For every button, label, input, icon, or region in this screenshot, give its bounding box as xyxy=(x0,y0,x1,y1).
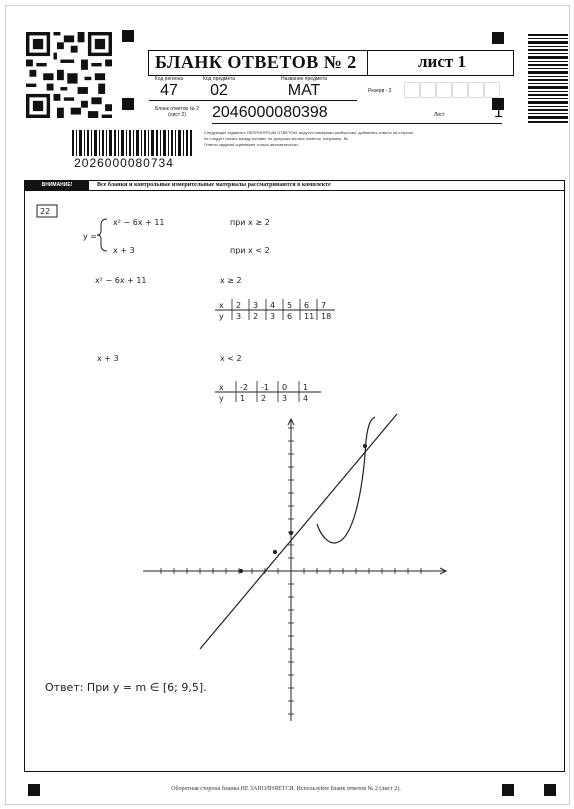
subject-code-label: Код предмета xyxy=(202,76,236,82)
instructions-line: Ответы задания оценивают только автомати… xyxy=(204,142,299,147)
registration-marker xyxy=(28,784,40,796)
blank-label-sub: (лист 2) xyxy=(167,112,186,118)
instructions-text: Следующие задания с НЕПРИНЯТЫМ ОТВЕТОМ, … xyxy=(204,130,524,148)
x-axis-arrow xyxy=(439,567,448,575)
reserve-cell xyxy=(468,82,484,98)
table-x-cell: 3 xyxy=(253,301,258,310)
graph-point xyxy=(238,568,244,574)
answer-sheet: БЛАНК ОТВЕТОВ № 2 лист 1 Код региона Код… xyxy=(5,5,570,805)
reserve-cell xyxy=(452,82,468,98)
registration-marker xyxy=(502,784,514,796)
warning-text: Все бланки и контрольные измерительные м… xyxy=(97,182,331,188)
piece-one: x² − 6x + 11 xyxy=(113,218,165,227)
piece-two-condition: при x < 2 xyxy=(230,246,270,255)
subject-name-value: МАТ xyxy=(287,82,321,99)
function-graph xyxy=(143,413,448,721)
footer-note: Оборотная сторона бланка НЕ ЗАПОЛНЯЕТСЯ.… xyxy=(171,786,401,792)
divider xyxy=(212,123,502,124)
registration-marker xyxy=(122,30,134,42)
table-x-cell: 5 xyxy=(287,301,292,310)
task-number: 22 xyxy=(40,207,50,216)
case-two-condition: x < 2 xyxy=(220,354,242,363)
registration-marker xyxy=(492,32,504,44)
table-y-cell: y xyxy=(219,312,224,321)
brace xyxy=(96,218,108,252)
table-y-cell: 4 xyxy=(303,394,308,403)
handwritten-solution: 22 y = x² − 6x + 11 при x ≥ 2 x + 3 при … xyxy=(36,204,448,721)
table-x-cell: x xyxy=(219,301,224,310)
blank-label: Бланк ответов № 2 xyxy=(154,106,200,112)
table-y-cell: 6 xyxy=(287,312,292,321)
table-x-cell: 1 xyxy=(303,383,308,392)
table-x-cell: 4 xyxy=(270,301,275,310)
side-barcode xyxy=(528,34,568,123)
table-x-cell: 7 xyxy=(321,301,326,310)
task-number-box xyxy=(36,204,58,218)
reserve-label: Резерв - 3 xyxy=(368,88,392,94)
table-y-cell: 2 xyxy=(261,394,266,403)
registration-marker xyxy=(492,98,504,110)
y-axis-arrow xyxy=(287,417,295,426)
table-y-cell: 1 xyxy=(240,394,245,403)
value-table-one: x 2 3 4 5 6 7 y 3 2 3 6 11 18 xyxy=(215,299,335,321)
divider xyxy=(367,51,368,75)
divider xyxy=(149,100,357,101)
answer-area[interactable]: 22 y = x² − 6x + 11 при x ≥ 2 x + 3 при … xyxy=(24,190,565,772)
form-title-box: БЛАНК ОТВЕТОВ № 2 лист 1 xyxy=(148,50,514,76)
piece-two: x + 3 xyxy=(113,246,135,255)
barcode xyxy=(72,130,192,156)
line-y-x-plus-3 xyxy=(199,413,398,650)
value-table-two: x -2 -1 0 1 y 1 2 3 4 xyxy=(215,381,321,403)
reserve-cell xyxy=(404,82,420,98)
subject-name-label: Название предмета xyxy=(281,76,327,82)
reserve-cell xyxy=(484,82,500,98)
table-x-cell: 6 xyxy=(304,301,309,310)
registration-marker xyxy=(544,784,556,796)
final-answer: Ответ: При y = m ∈ [6; 9,5]. xyxy=(45,681,207,694)
list-value: 1 xyxy=(494,104,503,121)
list-label: Лист xyxy=(434,112,445,118)
instructions-line: Следующие задания с НЕПРИНЯТЫМ ОТВЕТОМ, … xyxy=(204,130,414,135)
warning-label: ВНИМАНИЕ! xyxy=(25,181,89,190)
qr-code xyxy=(26,32,112,118)
piece-one-condition: при x ≥ 2 xyxy=(230,218,270,227)
table-y-cell: 3 xyxy=(236,312,241,321)
graph-point xyxy=(362,443,368,449)
case-one-function: x² − 6x + 11 xyxy=(95,276,147,285)
parabola-branch xyxy=(316,416,376,544)
table-y-cell: 18 xyxy=(321,312,331,321)
table-x-cell: 2 xyxy=(236,301,241,310)
case-two-function: x + 3 xyxy=(97,354,119,363)
table-x-cell: -2 xyxy=(240,383,248,392)
table-x-cell: 0 xyxy=(282,383,287,392)
reserve-cell xyxy=(420,82,436,98)
registration-marker xyxy=(122,98,134,110)
subject-code-value: 02 xyxy=(210,82,228,99)
graph-point xyxy=(288,530,294,536)
table-y-cell: y xyxy=(219,394,224,403)
table-x-cell: -1 xyxy=(261,383,269,392)
blank-number: 2046000080398 xyxy=(212,104,328,121)
region-label: Код региона xyxy=(154,76,184,82)
reserve-cell xyxy=(436,82,452,98)
table-x-cell: x xyxy=(219,383,224,392)
table-y-cell: 3 xyxy=(270,312,275,321)
instructions-line: не следует писать между полями, не допус… xyxy=(204,136,351,141)
case-one-condition: x ≥ 2 xyxy=(220,276,242,285)
graph-point xyxy=(272,549,278,555)
form-title: БЛАНК ОТВЕТОВ № 2 xyxy=(155,52,357,72)
table-y-cell: 11 xyxy=(304,312,314,321)
sheet-label: лист 1 xyxy=(418,52,466,71)
barcode-number: 2026000080734 xyxy=(74,156,174,170)
table-y-cell: 2 xyxy=(253,312,258,321)
table-y-cell: 3 xyxy=(282,394,287,403)
function-label: y = xyxy=(83,232,97,241)
region-value: 47 xyxy=(160,82,178,99)
